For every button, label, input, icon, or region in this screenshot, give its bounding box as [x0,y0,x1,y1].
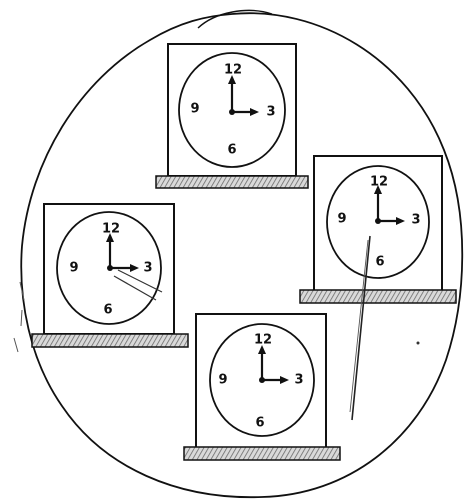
clock-left-shelf [32,334,188,347]
clock-bottom-numeral-9: 9 [218,373,227,388]
clock-top-shelf [156,176,308,188]
clock-bottom-shelf [184,447,340,460]
clock-top-numeral-3: 3 [266,105,275,120]
clock-right: 12 3 6 9 [300,156,456,303]
clock-right-center [375,218,381,224]
clock-left: 12 3 6 9 [32,204,188,347]
clock-top-center [229,109,235,115]
clock-right-numeral-6: 6 [375,255,384,270]
clock-top-numeral-12: 12 [224,63,242,78]
clock-left-numeral-3: 3 [143,261,152,276]
clock-left-numeral-6: 6 [103,303,112,318]
clock-bottom-numeral-6: 6 [255,416,264,431]
clock-bottom: 12 3 6 9 [184,314,340,460]
clock-right-numeral-3: 3 [411,213,420,228]
clock-left-center [107,265,113,271]
pencil-dot [417,342,420,345]
clock-top: 12 3 6 9 [156,44,308,188]
clock-bottom-numeral-3: 3 [294,373,303,388]
clock-bottom-center [259,377,265,383]
clock-top-numeral-6: 6 [227,143,236,158]
clock-bottom-numeral-12: 12 [254,333,272,348]
clock-right-shelf [300,290,456,303]
clock-left-numeral-9: 9 [69,261,78,276]
clock-left-numeral-12: 12 [102,222,120,237]
scratch-mark [14,282,24,352]
clock-top-numeral-9: 9 [190,102,199,117]
clock-right-numeral-9: 9 [337,212,346,227]
